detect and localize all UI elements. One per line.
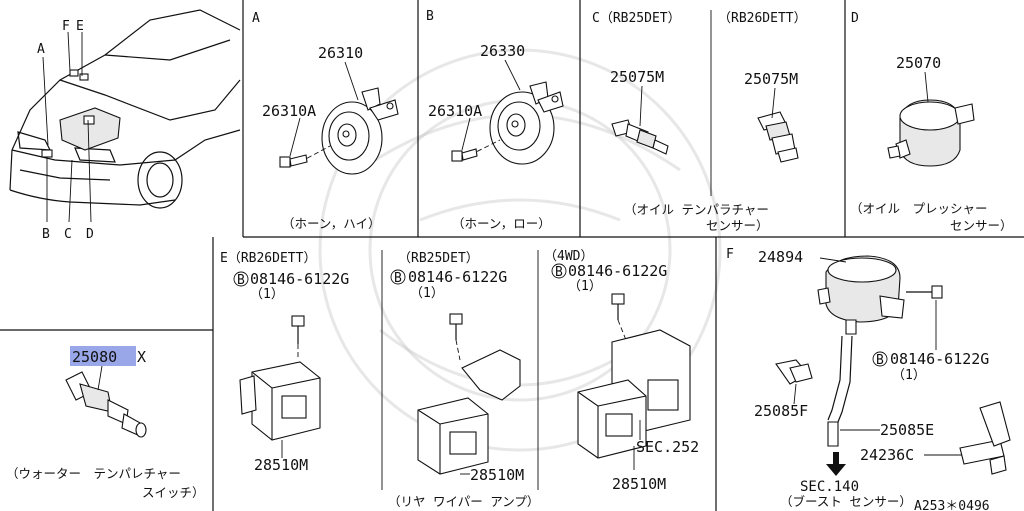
panel-b-caption: （ホーン，ロー）	[452, 216, 551, 231]
panel-e-header-rb25det: （RB25DET）	[398, 251, 479, 266]
panel-f-part-24236c: 24236C	[860, 446, 914, 464]
wiper-amp-rb26-drawing	[239, 315, 321, 441]
water-temp-switch-part-suffix: X	[137, 348, 146, 366]
water-temp-switch-drawing	[65, 371, 147, 438]
panel-c-header-left: C（RB25DET）	[592, 11, 681, 26]
car-overview	[9, 9, 241, 223]
water-temp-switch-caption-line2: スイッチ）	[142, 485, 205, 500]
panel-e3-bolt-mark: B	[555, 265, 563, 280]
callout-c: C	[64, 227, 72, 242]
panel-d-caption-line2: センサー）	[950, 218, 1013, 233]
panel-a-part-26310a: 26310A	[262, 102, 316, 120]
panel-b-part-26310a: 26310A	[428, 102, 482, 120]
panel-b-letter: B	[426, 9, 434, 24]
wiper-amp-rb25-drawing	[417, 313, 521, 475]
panel-e2-part-28510m: 28510M	[470, 466, 524, 484]
water-temp-switch-part-25080[interactable]: 25080	[72, 348, 117, 366]
panel-e3-sec-252[interactable]: SEC.252	[636, 438, 699, 456]
panel-c-part-25075m-rb26: 25075M	[744, 70, 798, 88]
panel-f-part-25085e: 25085E	[880, 421, 934, 439]
panel-e3-bolt-code[interactable]: 08146-6122G	[568, 262, 667, 280]
callout-f: F	[62, 19, 70, 34]
panel-e1-bolt-code[interactable]: 08146-6122G	[250, 270, 349, 288]
wiper-amp-4wd-drawing	[577, 293, 691, 459]
panel-e2-bolt-qty: （1）	[410, 286, 444, 301]
panel-f-sec-140[interactable]: SEC.140	[800, 479, 859, 495]
panel-d-part-25070: 25070	[896, 54, 941, 72]
panel-e-header-4wd: （4WD）	[544, 249, 593, 264]
bolt-mark-circle	[872, 351, 888, 367]
oil-pressure-sensor-drawing	[887, 99, 975, 167]
panel-e3-bolt-qty: （1）	[568, 279, 602, 294]
callout-b: B	[42, 227, 50, 242]
selected-part-highlight	[70, 346, 136, 366]
panel-a-letter: A	[252, 11, 260, 26]
panel-c-header-right: （RB26DETT）	[718, 11, 807, 26]
panel-e-header-rb26dett: E（RB26DETT）	[220, 251, 316, 266]
panel-a-part-26310: 26310	[318, 44, 363, 62]
panel-e2-bolt-code[interactable]: 08146-6122G	[408, 268, 507, 286]
horn-low-drawing	[451, 81, 564, 165]
oil-temp-sensor-rb25-drawing	[611, 119, 669, 155]
water-temp-switch-caption-line1: （ウォーター テンパレチャー	[6, 466, 181, 481]
bolt-mark-circle	[233, 271, 249, 287]
panel-e-caption: （リヤ ワイパー アンプ）	[388, 494, 539, 509]
panel-e1-bolt-mark: B	[237, 273, 245, 288]
boost-sensor-drawing	[775, 255, 1011, 475]
panel-e1-part-28510m: 28510M	[254, 456, 308, 474]
callout-e: E	[76, 19, 84, 34]
panel-e1-bolt-qty: （1）	[250, 287, 284, 302]
panel-e3-part-28510m: 28510M	[612, 475, 666, 493]
panel-b-part-26330: 26330	[480, 42, 525, 60]
panel-c-part-25075m-rb25: 25075M	[610, 68, 664, 86]
panel-d-letter: D	[851, 11, 859, 26]
panel-f-letter: F	[726, 247, 734, 262]
panel-c-caption-line2: センサー）	[706, 218, 769, 233]
panel-f-caption: （ブースト センサー）	[780, 494, 912, 509]
callout-a: A	[37, 42, 45, 57]
oil-temp-sensor-rb26-drawing	[757, 111, 799, 163]
panel-d-caption-line1: （オイル プレッシャー	[850, 201, 988, 216]
panel-e2-bolt-mark: B	[394, 271, 402, 286]
down-arrow-icon	[826, 452, 846, 476]
bolt-mark-circle	[551, 263, 567, 279]
bolt-mark-circle	[390, 269, 406, 285]
panel-f-part-24894: 24894	[758, 248, 803, 266]
callout-d: D	[86, 227, 94, 242]
panel-c-caption-line1: （オイル テンパラチャー	[624, 202, 769, 217]
panel-a-caption: （ホーン，ハイ）	[282, 216, 381, 231]
panel-f-bolt-qty: （1）	[892, 368, 926, 383]
panel-f-bolt-mark: B	[876, 353, 884, 368]
diagram-reference-code: A253＊0496	[914, 499, 990, 511]
panel-f-part-25085f: 25085F	[754, 402, 808, 420]
horn-high-drawing	[279, 87, 399, 175]
panel-f-bolt-code[interactable]: 08146-6122G	[890, 350, 989, 368]
